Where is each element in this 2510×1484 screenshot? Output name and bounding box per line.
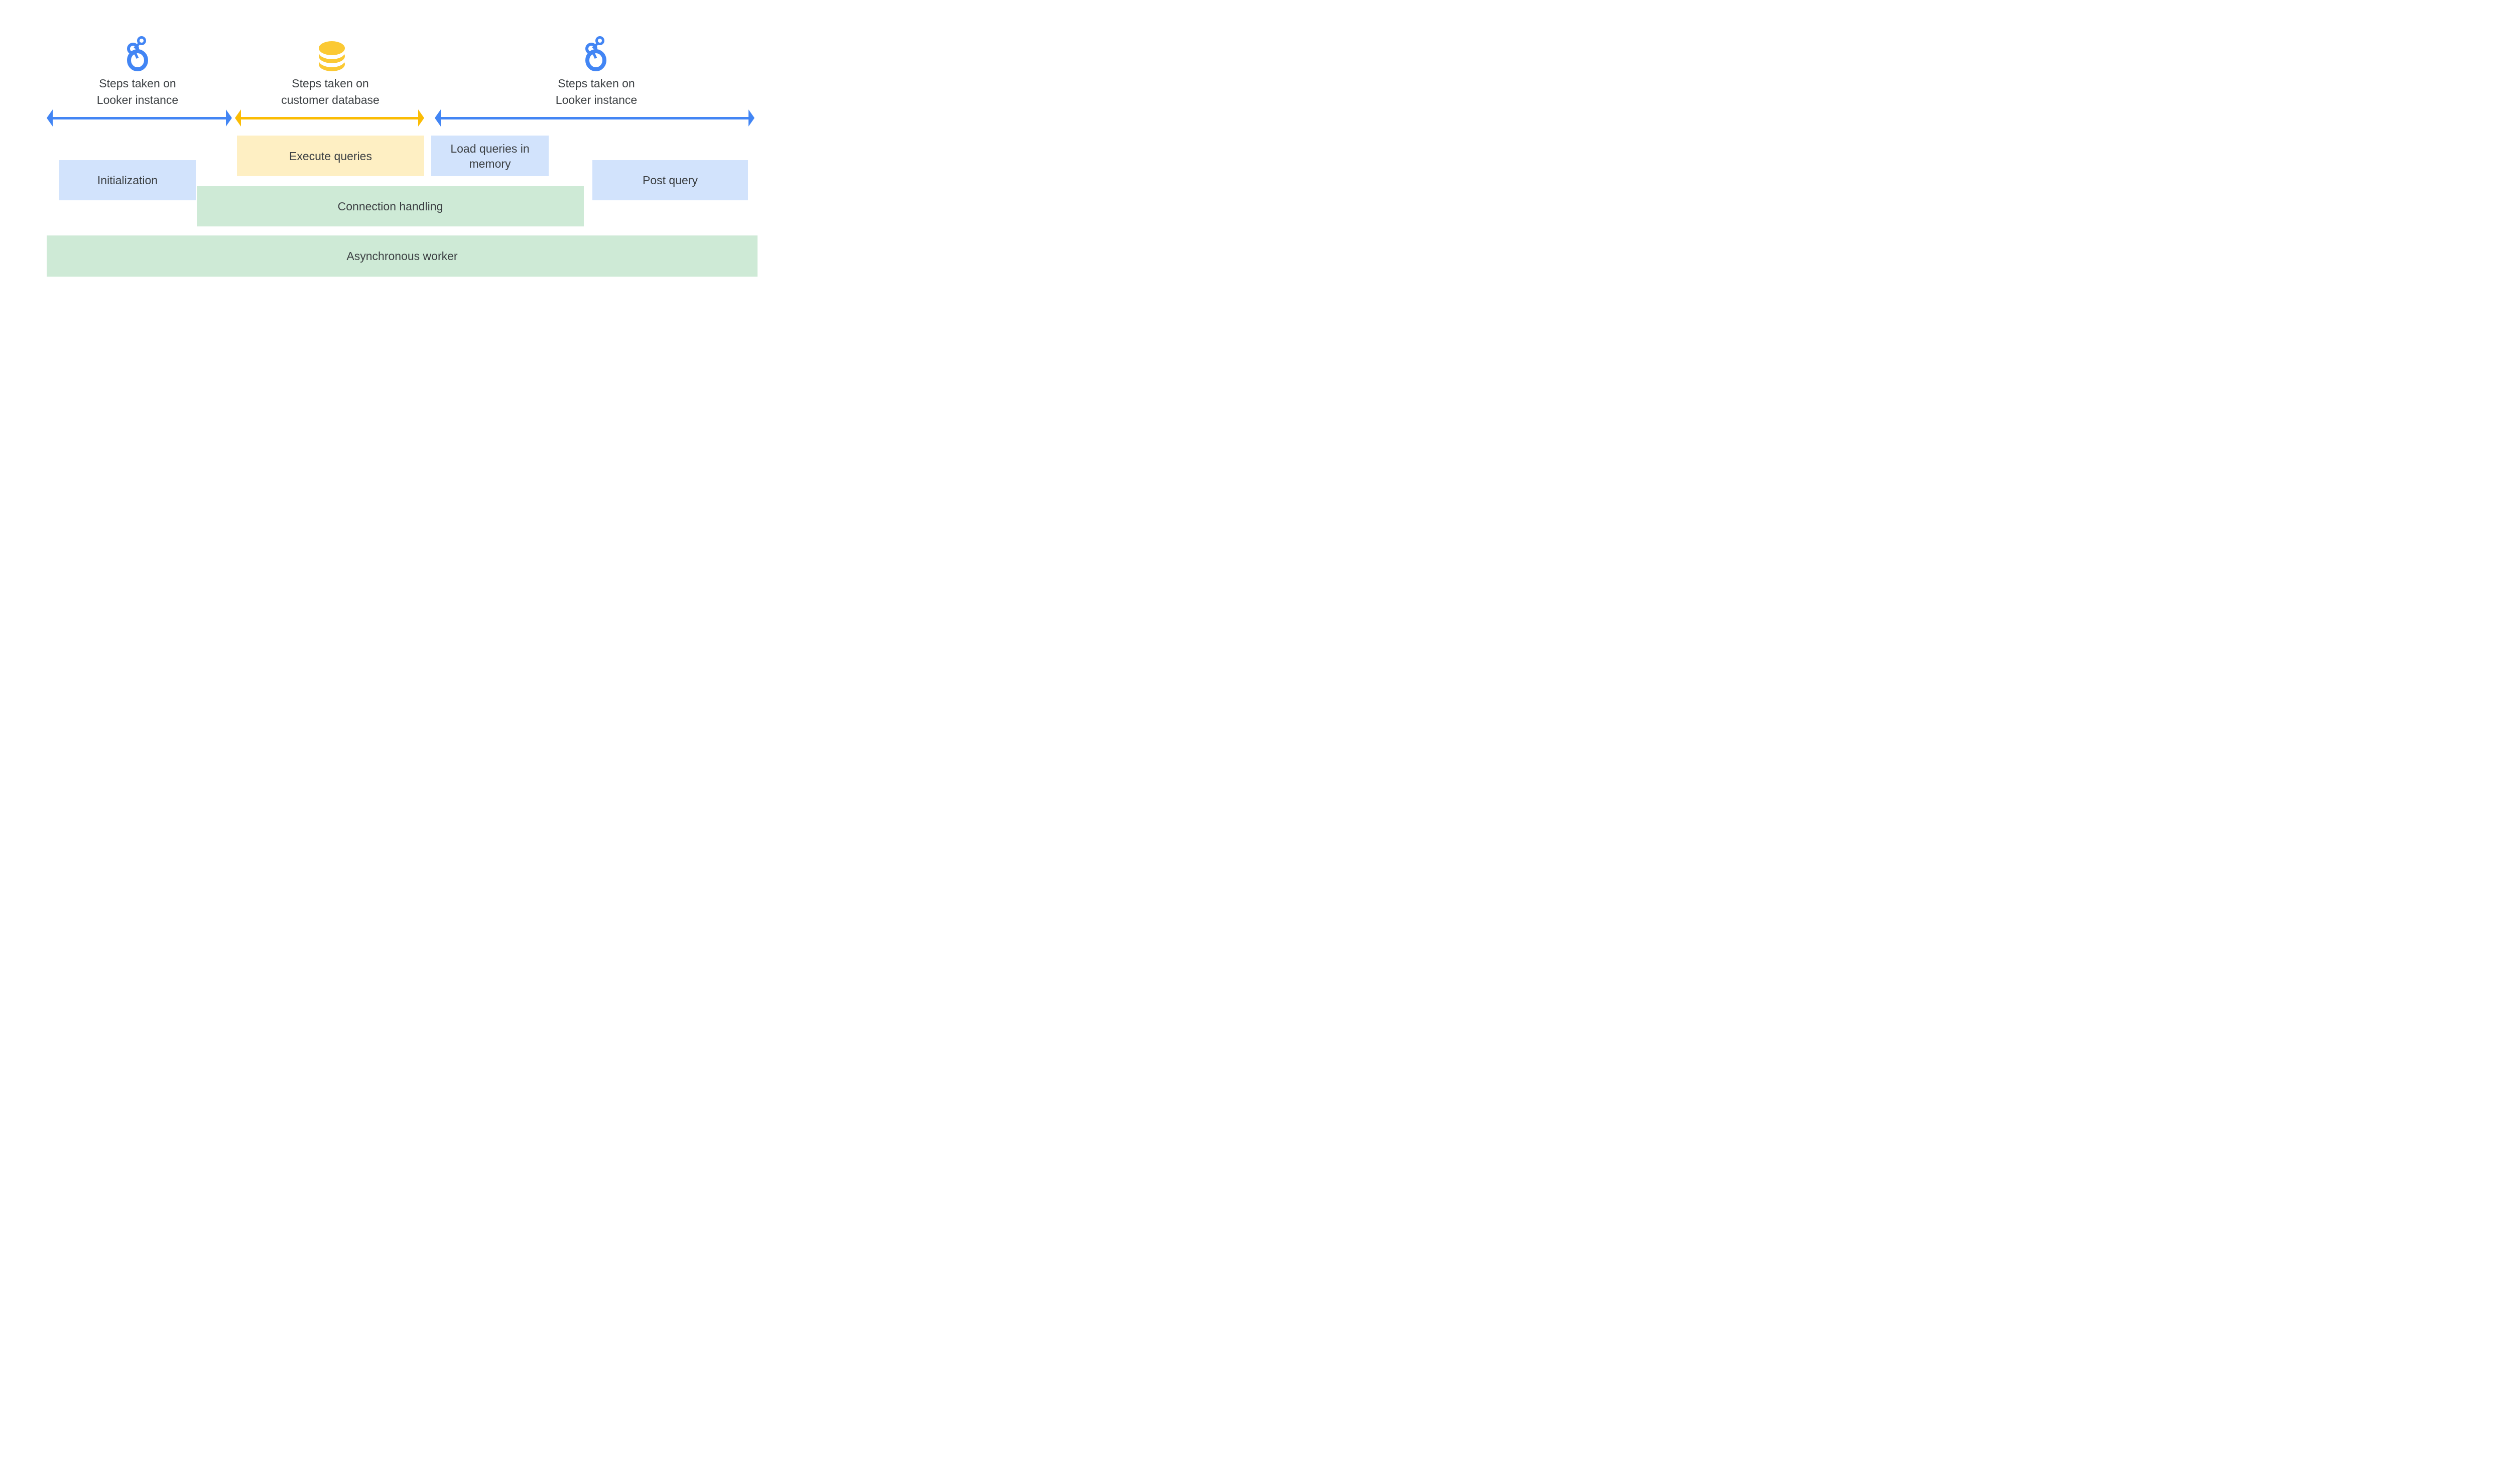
caption-line: customer database	[281, 93, 380, 106]
caption-looker-instance-left: Steps taken on Looker instance	[37, 75, 238, 108]
looker-logo-icon	[585, 36, 606, 71]
arrow-head-left-icon	[435, 109, 441, 127]
arrow-head-right-icon	[226, 109, 232, 127]
arrow-head-left-icon	[235, 109, 241, 127]
caption-line: Looker instance	[96, 93, 179, 106]
box-label: Load queries in memory	[450, 142, 530, 170]
load-queries-in-memory-box: Load queries in memory	[431, 136, 549, 176]
database-icon	[319, 41, 345, 71]
looker-logo-icon	[127, 36, 148, 71]
arrow-head-left-icon	[47, 109, 53, 127]
arrow-head-right-icon	[418, 109, 424, 127]
caption-line: Steps taken on	[558, 77, 635, 90]
caption-line: Looker instance	[555, 93, 638, 106]
initialization-box: Initialization	[59, 160, 196, 200]
arrow-shaft	[53, 116, 226, 119]
execute-queries-box: Execute queries	[237, 136, 424, 176]
box-label: Connection handling	[337, 199, 443, 213]
box-label: Execute queries	[289, 149, 372, 163]
box-label: Asynchronous worker	[346, 250, 458, 263]
middle-span-double-arrow	[235, 109, 424, 127]
box-label: Post query	[643, 174, 698, 187]
caption-line: Steps taken on	[292, 77, 369, 90]
arrow-shaft	[241, 116, 418, 119]
connection-handling-box: Connection handling	[197, 186, 584, 226]
caption-customer-database: Steps taken on customer database	[230, 75, 431, 108]
arrow-shaft	[441, 116, 748, 119]
caption-looker-instance-right: Steps taken on Looker instance	[496, 75, 697, 108]
asynchronous-worker-box: Asynchronous worker	[47, 235, 758, 277]
right-span-double-arrow	[435, 109, 755, 127]
left-span-double-arrow	[47, 109, 232, 127]
looker-query-flow-diagram: Steps taken on Looker instance Steps tak…	[0, 0, 803, 297]
caption-line: Steps taken on	[99, 77, 176, 90]
box-label: Initialization	[97, 174, 158, 187]
arrow-head-right-icon	[748, 109, 755, 127]
post-query-box: Post query	[592, 160, 748, 200]
